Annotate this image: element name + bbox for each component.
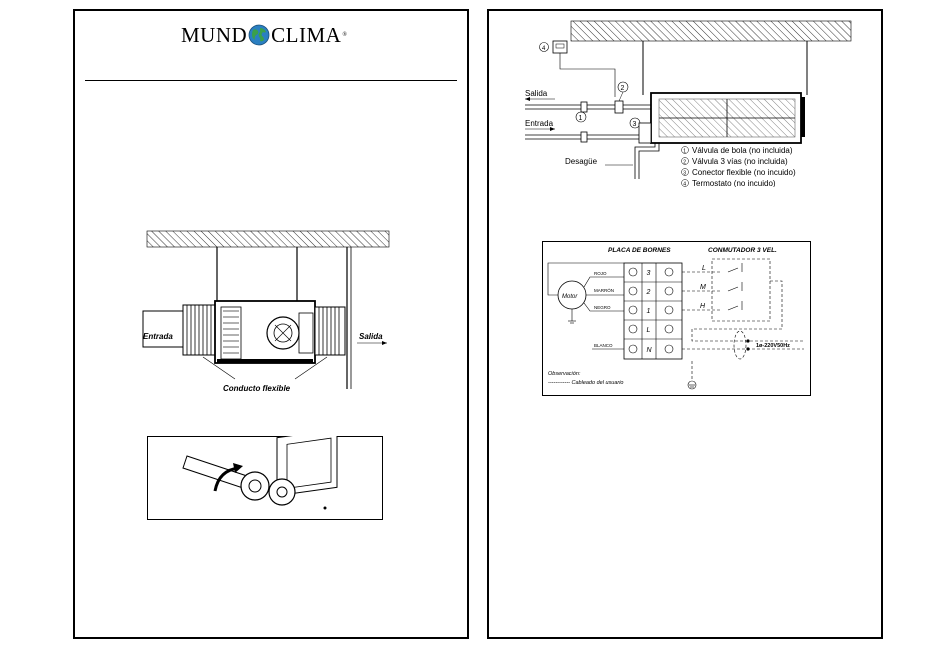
user-wiring: [682, 258, 804, 381]
note-title: Observación:: [548, 371, 581, 377]
registered-mark: ®: [342, 32, 348, 38]
piping-legend: 1 Válvula de bola (no incluida) 2 Válvul…: [681, 146, 796, 187]
legend-num-1: 1: [683, 148, 686, 154]
legend-num-3: 3: [683, 170, 686, 176]
brand-right-word: CLIMA: [271, 22, 342, 47]
piping-diagram: 4 Salida 2 1 Entrada 3: [525, 20, 852, 187]
ceiling: [570, 20, 852, 42]
speed-label-medium: M: [700, 284, 706, 291]
left-page: MUND CLIMA ®: [73, 9, 469, 639]
duct-label: Conducto flexible: [223, 384, 291, 393]
power-supply-label: 1ø-220V50Hz: [756, 343, 790, 349]
speed-switch-contacts: [727, 263, 743, 311]
piping-inlet-label: Entrada: [525, 119, 554, 128]
globe-icon: [248, 24, 270, 46]
right-flexible-duct: [314, 306, 346, 356]
terminal-block: 3 2 1 L N: [623, 262, 683, 360]
ground-icon: [687, 380, 697, 390]
legend-item-1: Válvula de bola (no incluida): [692, 146, 793, 155]
thermostat-icon: [552, 40, 568, 54]
fan-coil-unit: [214, 300, 316, 364]
brand-logo: MUND CLIMA ®: [181, 22, 347, 48]
legend-num-2: 2: [683, 159, 686, 165]
legend-item-3: Conector flexible (no incuido): [692, 168, 796, 177]
speed-label-low: L: [702, 265, 706, 272]
marker-3: 3: [633, 121, 637, 128]
left-flexible-duct: [182, 304, 216, 356]
legend-item-4: Termostato (no incuido): [692, 179, 776, 187]
inlet-label: Entrada: [143, 332, 173, 341]
wrench-detail-diagram: [147, 436, 383, 520]
wire-label-black: NEGRO: [594, 305, 611, 310]
speed-switch-title: CONMUTADOR 3 VEL.: [708, 247, 777, 254]
legend-num-4: 4: [683, 181, 686, 187]
terminal-1: 1: [647, 308, 651, 315]
header-rule: [85, 80, 457, 81]
marker-1: 1: [579, 115, 583, 122]
piping-outlet-label: Salida: [525, 89, 548, 98]
wire-label-brown: MARRÓN: [594, 287, 614, 293]
drain-label: Desagüe: [565, 157, 598, 166]
terminal-2: 2: [646, 289, 651, 296]
marker-2: 2: [621, 85, 625, 92]
wire-label-red: ROJO: [594, 271, 607, 276]
wiring-diagram: PLACA DE BORNES CONMUTADOR 3 VEL. Motor …: [542, 241, 811, 396]
motor-label: Motor: [562, 294, 578, 300]
right-page: 4 Salida 2 1 Entrada 3: [487, 9, 883, 639]
speed-label-high: H: [700, 303, 706, 310]
terminal-3: 3: [647, 270, 651, 277]
fan-coil-unit-top-view: [650, 92, 805, 144]
terminal-l: L: [647, 327, 651, 334]
wire-label-white: BLANCO: [594, 343, 613, 348]
installation-diagram: Entrada Salida Conducto flexible: [142, 230, 390, 393]
terminal-n: N: [647, 347, 653, 354]
ceiling: [146, 230, 390, 248]
brand-left-word: MUND: [181, 22, 248, 47]
outlet-label: Salida: [359, 332, 383, 341]
terminal-board-title: PLACA DE BORNES: [608, 247, 671, 254]
note-text: ------------ Cableado del usuario: [548, 380, 624, 386]
marker-4: 4: [542, 46, 546, 52]
legend-item-2: Válvula 3 vías (no incluida): [692, 157, 788, 166]
inlet-plenum: [142, 310, 186, 348]
